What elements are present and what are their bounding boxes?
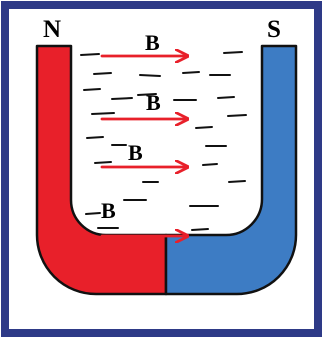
field-label: B [145, 30, 160, 55]
south-label: S [267, 16, 281, 43]
field-label: B [128, 140, 143, 165]
field-label: B [101, 198, 116, 223]
north-label: N [43, 16, 61, 43]
field-label: B [146, 90, 161, 115]
